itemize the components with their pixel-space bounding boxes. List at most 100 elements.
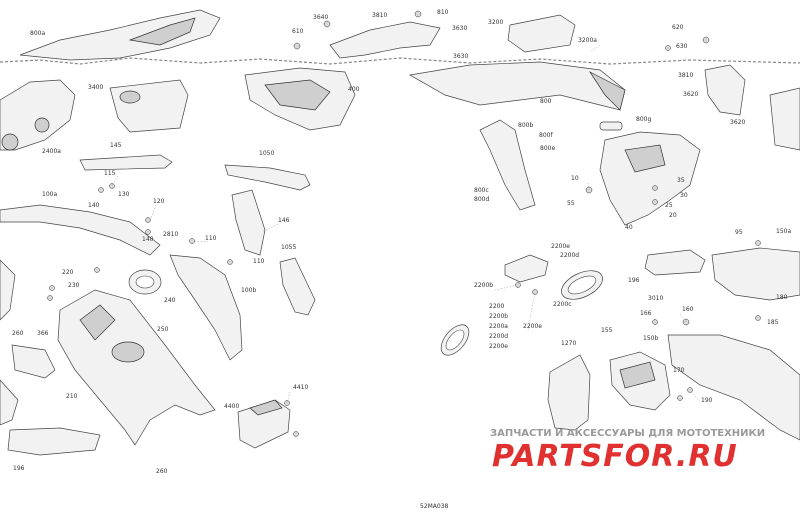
part-label-196a: 196 [13, 465, 25, 472]
part-label-800e: 800e [540, 145, 555, 152]
part-label-20: 20 [669, 212, 677, 219]
part-label-810: 810 [437, 9, 449, 16]
part-label-190: 190 [701, 397, 713, 404]
part-label-800c: 800c [474, 187, 489, 194]
part-label-55: 55 [567, 200, 575, 207]
part-label-110a: 110 [205, 235, 217, 242]
part-label-155: 155 [601, 327, 613, 334]
part-label-2200: 2200 [489, 303, 504, 310]
part-2400a-knob [1, 133, 19, 151]
part-label-35: 35 [677, 177, 685, 184]
part-label-146: 146 [278, 217, 290, 224]
part-labels: 800a34002400a145115140130100a12014028101… [12, 9, 791, 475]
part-100b [169, 254, 243, 361]
part-250-ridge [79, 304, 116, 341]
part-label-115: 115 [104, 170, 116, 177]
watermark-tagline: ЗАПЧАСТИ И АКСЕССУАРЫ ДЛЯ МОТОТЕХНИКИ [490, 428, 765, 439]
part-label-196b: 196 [628, 277, 640, 284]
part-800a [19, 9, 221, 61]
part-label-3010: 3010 [648, 295, 663, 302]
part-label-4400: 4400 [224, 403, 239, 410]
part-label-170: 170 [673, 367, 685, 374]
part-155-slots [619, 361, 656, 389]
part-label-220: 220 [62, 269, 74, 276]
part-2200-mirror-left-inner [445, 329, 465, 351]
part-label-2200b: 2200b [474, 282, 493, 289]
part-label-2200e: 2200e [551, 243, 570, 250]
part-label-210: 210 [66, 393, 78, 400]
part-250-cup [111, 341, 145, 363]
part-146 [231, 189, 266, 256]
part-label-110b: 110 [253, 258, 265, 265]
part-3200 [507, 14, 576, 53]
part-label-800: 800 [540, 98, 552, 105]
part-label-160: 160 [682, 306, 694, 313]
part-100a [0, 204, 161, 256]
part-label-150b: 150b [643, 335, 658, 342]
part-label-800d: 800d [474, 196, 489, 203]
part-800-edge [588, 71, 626, 111]
part-150a [711, 247, 800, 301]
part-240-ring-inner [135, 275, 155, 289]
part-10-vent [624, 144, 666, 173]
part-label-400: 400 [348, 86, 360, 93]
part-label-130: 130 [118, 191, 130, 198]
part-label-40: 40 [625, 224, 633, 231]
part-label-620: 620 [672, 24, 684, 31]
part-2200e-mirror [504, 254, 549, 283]
part-label-2200a: 2200a [489, 323, 508, 330]
part-label-800b: 800b [518, 122, 533, 129]
part-label-30: 30 [680, 192, 688, 199]
part-label-120: 120 [153, 198, 165, 205]
part-label-240: 240 [164, 297, 176, 304]
part-label-3620: 3620 [683, 91, 698, 98]
part-3810 [329, 21, 441, 59]
leader-lines [111, 21, 701, 404]
part-label-1050: 1050 [259, 150, 274, 157]
part-10 [599, 131, 701, 226]
torn-edge [0, 57, 800, 65]
part-800 [408, 61, 626, 111]
part-400-screen [264, 79, 331, 111]
part-label-3400: 3400 [88, 84, 103, 91]
part-label-166: 166 [640, 310, 652, 317]
part-label-25: 25 [665, 202, 673, 209]
part-label-10: 10 [571, 175, 579, 182]
part-label-2200b2: 2200b [489, 313, 508, 320]
part-label-366: 366 [37, 330, 49, 337]
part-2200d-mirror-inner [567, 275, 597, 295]
part-label-3200a: 3200a [578, 37, 597, 44]
part-label-2200d2: 2200d [489, 333, 508, 340]
part-label-230: 230 [68, 282, 80, 289]
part-label-185: 185 [767, 319, 779, 326]
part-3620 [704, 64, 746, 116]
part-label-2400a: 2400a [42, 148, 61, 155]
part-label-180: 180 [776, 294, 788, 301]
part-2400a [0, 79, 76, 151]
part-label-260b: 260 [156, 468, 168, 475]
part-right-edge [769, 87, 800, 151]
part-label-3620b: 3620 [730, 119, 745, 126]
part-label-3810b: 3810 [678, 72, 693, 79]
part-150b [667, 334, 800, 441]
diagram-code: 52MA038 [420, 503, 449, 510]
part-1270 [547, 354, 591, 431]
part-label-260: 260 [12, 330, 24, 337]
part-145 [79, 154, 173, 171]
part-label-3810: 3810 [372, 12, 387, 19]
part-label-1055: 1055 [281, 244, 296, 251]
part-label-800a: 800a [30, 30, 45, 37]
part-left-edge-2 [0, 379, 19, 426]
part-label-2200d: 2200d [560, 252, 579, 259]
part-1050 [224, 164, 311, 191]
part-label-800g: 800g [636, 116, 651, 123]
part-366 [11, 344, 56, 379]
part-3400 [109, 79, 189, 133]
part-label-140b: 140 [142, 236, 154, 243]
part-label-100b: 100b [241, 287, 256, 294]
part-800c [479, 119, 536, 211]
part-250 [57, 289, 216, 446]
part-label-3200: 3200 [488, 19, 503, 26]
part-196a [7, 427, 101, 456]
